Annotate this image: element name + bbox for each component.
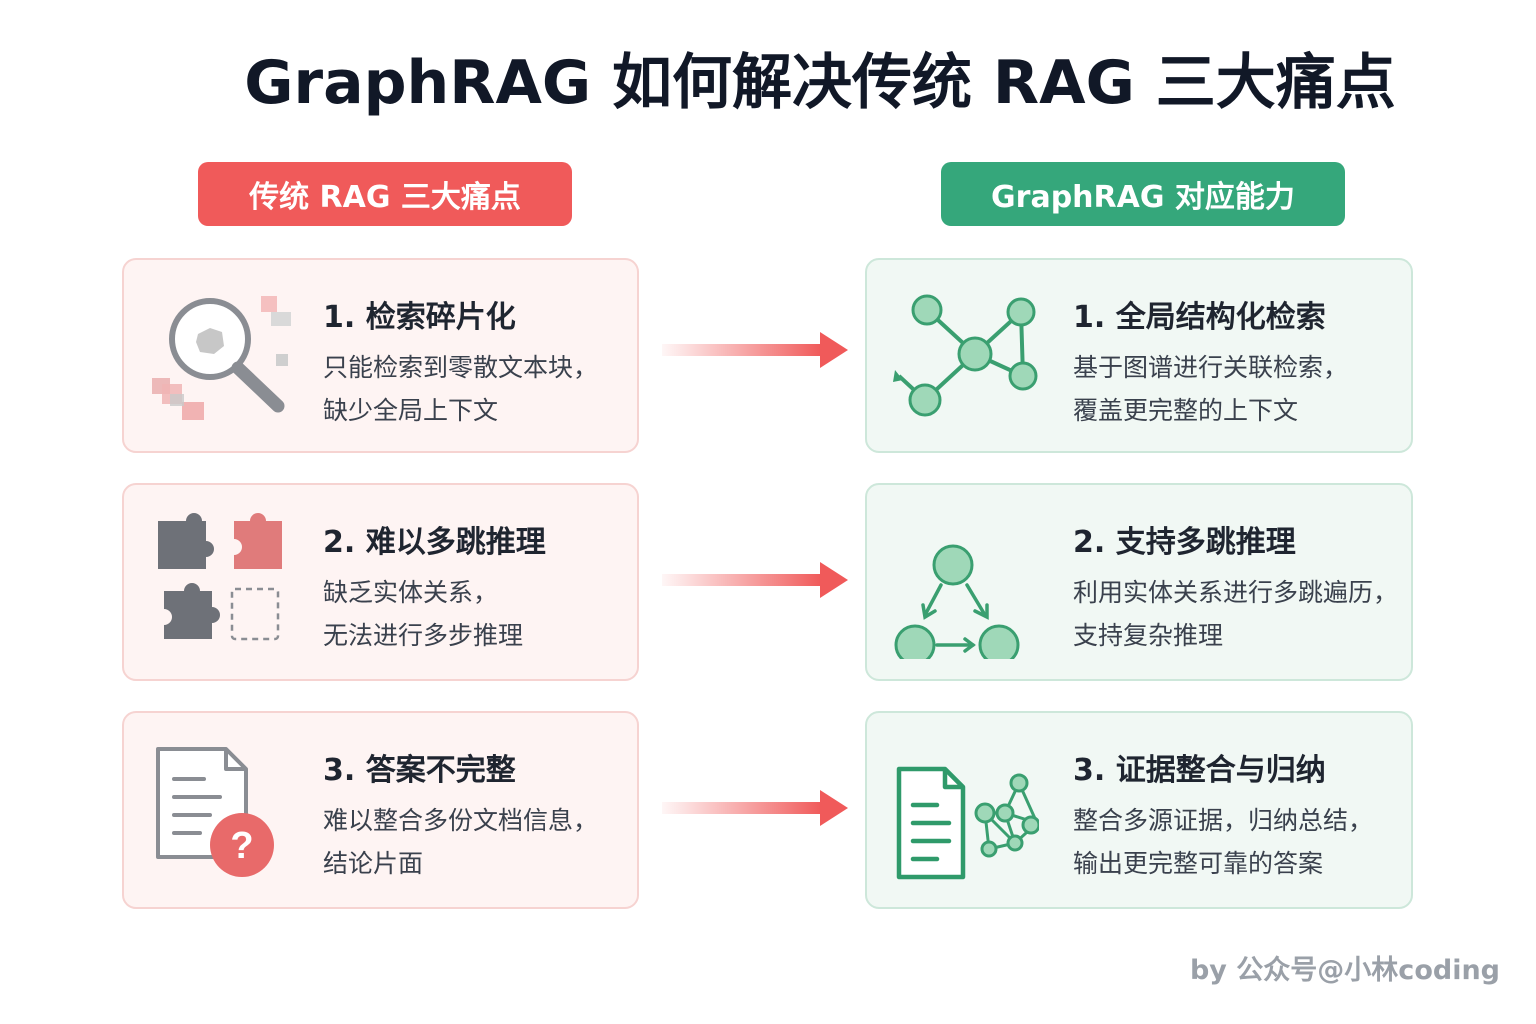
description-line: 利用实体关系进行多跳遍历， — [1073, 578, 1399, 607]
document-graph-icon — [889, 737, 1041, 887]
card-title: 2. 支持多跳推理 — [1073, 525, 1296, 560]
pain-point-card-3: ? 3. 答案不完整 难以整合多份文档信息， 结论片面 — [122, 711, 639, 909]
description-line: 缺乏实体关系， — [323, 578, 499, 607]
description-line: 只能检索到零散文本块， — [323, 353, 599, 382]
card-title: 1. 全局结构化检索 — [1073, 300, 1326, 335]
capability-card-2: 2. 支持多跳推理 利用实体关系进行多跳遍历， 支持复杂推理 — [865, 483, 1413, 681]
puzzle-pieces-icon — [148, 509, 298, 659]
svg-text:?: ? — [230, 825, 253, 867]
graph-network-icon — [889, 284, 1039, 434]
description-line: 难以整合多份文档信息， — [323, 806, 599, 835]
left-column-header: 传统 RAG 三大痛点 — [198, 162, 572, 226]
right-column-header: GraphRAG 对应能力 — [941, 162, 1345, 226]
card-description: 只能检索到零散文本块， 缺少全局上下文 — [323, 346, 598, 432]
right-arrow-icon — [662, 790, 848, 826]
right-arrow-icon — [662, 562, 848, 598]
right-arrow-icon — [662, 332, 848, 368]
description-line: 整合多源证据，归纳总结， — [1073, 806, 1374, 835]
page-title: GraphRAG 如何解决传统 RAG 三大痛点 — [244, 48, 1396, 118]
card-title: 1. 检索碎片化 — [323, 300, 516, 335]
triangle-nodes-icon — [889, 509, 1039, 666]
description-line: 结论片面 — [323, 849, 424, 878]
author-credit: by 公众号@小林coding — [1189, 955, 1500, 986]
card-description: 整合多源证据，归纳总结， 输出更完整可靠的答案 — [1073, 799, 1373, 885]
card-description: 基于图谱进行关联检索， 覆盖更完整的上下文 — [1073, 346, 1348, 432]
pain-point-card-2: 2. 难以多跳推理 缺乏实体关系， 无法进行多步推理 — [122, 483, 639, 681]
card-description: 利用实体关系进行多跳遍历， 支持复杂推理 — [1073, 571, 1398, 657]
card-description: 难以整合多份文档信息， 结论片面 — [323, 799, 598, 885]
description-line: 缺少全局上下文 — [323, 396, 499, 425]
description-line: 支持复杂推理 — [1073, 621, 1224, 650]
description-line: 无法进行多步推理 — [323, 621, 524, 650]
card-description: 缺乏实体关系， 无法进行多步推理 — [323, 571, 523, 657]
description-line: 覆盖更完整的上下文 — [1073, 396, 1299, 425]
capability-card-1: 1. 全局结构化检索 基于图谱进行关联检索， 覆盖更完整的上下文 — [865, 258, 1413, 453]
card-title: 2. 难以多跳推理 — [323, 525, 546, 560]
document-question-icon: ? — [148, 737, 298, 887]
capability-card-3: 3. 证据整合与归纳 整合多源证据，归纳总结， 输出更完整可靠的答案 — [865, 711, 1413, 909]
magnifier-fragments-icon — [148, 284, 298, 434]
card-title: 3. 答案不完整 — [323, 753, 516, 788]
pain-point-card-1: 1. 检索碎片化 只能检索到零散文本块， 缺少全局上下文 — [122, 258, 639, 453]
card-title: 3. 证据整合与归纳 — [1073, 753, 1326, 788]
description-line: 基于图谱进行关联检索， — [1073, 353, 1349, 382]
description-line: 输出更完整可靠的答案 — [1073, 849, 1324, 878]
